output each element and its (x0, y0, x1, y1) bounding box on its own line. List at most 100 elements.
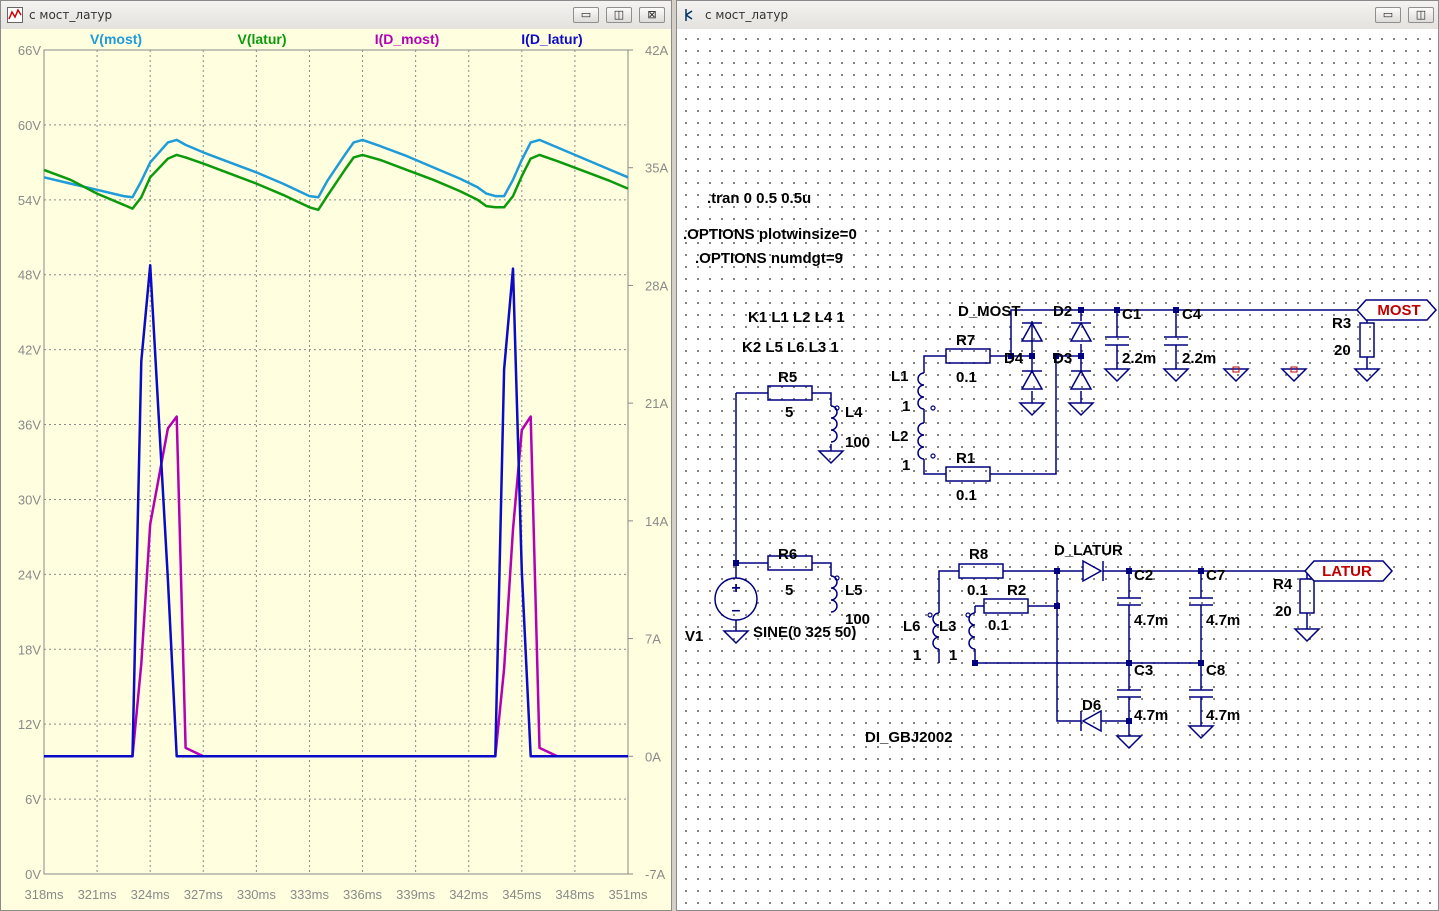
capacitor-c8 (1189, 689, 1213, 698)
label-r2: R2 (1007, 582, 1026, 599)
label-l6: L6 (903, 618, 921, 635)
value-c4: 2.2m (1182, 350, 1216, 367)
legend-entry: V(most) (90, 31, 142, 47)
capacitor-c4 (1164, 336, 1188, 346)
value-l6: 1 (913, 647, 921, 664)
label-l2: L2 (891, 428, 909, 445)
resistor-r8 (958, 563, 1004, 579)
legend-entry: I(D_latur) (521, 31, 582, 47)
legend-entry: V(latur) (238, 31, 287, 47)
diode-d4 (1020, 369, 1044, 390)
schematic-window-title: с мост_латур (705, 8, 789, 22)
schematic-canvas[interactable]: + – MOST LATUR .tran 0 0.5 0.5u .OPTIONS… (677, 29, 1439, 911)
legend-entry: I(D_most) (375, 31, 440, 47)
label-overlapped-part: DI_GBJ2002 (865, 729, 953, 746)
label-d4: D4 (1004, 350, 1024, 367)
value-c8: 4.7m (1206, 707, 1240, 724)
resistor-r3 (1359, 322, 1375, 358)
resistor-r4 (1299, 578, 1315, 614)
resistor-r2 (983, 598, 1029, 614)
label-r8: R8 (969, 546, 988, 563)
x-tick-label: 327ms (184, 887, 224, 902)
coupling-k2: K2 L5 L6 L3 1 (742, 339, 839, 356)
value-r1: 0.1 (956, 487, 977, 504)
x-tick-label: 342ms (449, 887, 489, 902)
waveform-window-title: с мост_латур (29, 8, 113, 22)
directive-tran: .tran 0 0.5 0.5u (707, 190, 811, 207)
label-d2: D2 (1053, 303, 1072, 320)
y-tick-label: 36V (18, 418, 41, 433)
label-d-latur: D_LATUR (1054, 542, 1123, 559)
coupling-k1: K1 L1 L2 L4 1 (748, 309, 845, 326)
y2-tick-label: 14A (645, 514, 668, 529)
y-tick-label: 54V (18, 193, 41, 208)
net-label-most: MOST (1355, 299, 1438, 321)
schematic-drawing[interactable]: + – MOST LATUR .tran 0 0.5 0.5u .OPTIONS… (677, 29, 1439, 911)
schematic-window[interactable]: с мост_латур ▭ ◫ (676, 0, 1439, 911)
value-l3: 1 (949, 647, 957, 664)
y2-tick-label: 21A (645, 396, 668, 411)
resistor-r1 (945, 466, 991, 482)
x-tick-label: 348ms (555, 887, 595, 902)
value-r2: 0.1 (988, 617, 1009, 634)
minimize-button[interactable]: ▭ (573, 7, 599, 23)
label-l5: L5 (845, 582, 863, 599)
label-c7: C7 (1206, 567, 1225, 584)
label-r4: R4 (1273, 576, 1293, 593)
label-c8: C8 (1206, 662, 1225, 679)
restore-button[interactable]: ◫ (606, 7, 632, 23)
capacitor-c7 (1189, 597, 1213, 606)
schematic-titlebar[interactable]: с мост_латур ▭ ◫ (677, 1, 1438, 30)
directive-plotwinsize: .OPTIONS plotwinsize=0 (683, 226, 857, 243)
label-c3: C3 (1134, 662, 1153, 679)
diode-d3 (1069, 369, 1093, 390)
resistor-r5 (767, 385, 813, 401)
capacitor-c1 (1105, 336, 1129, 346)
net-label-most-text: MOST (1377, 302, 1420, 319)
close-button[interactable]: ⊠ (639, 7, 665, 23)
inductor-l4 (830, 405, 838, 443)
series-line-v-most- (43, 138, 629, 199)
restore-button[interactable]: ◫ (1408, 7, 1434, 23)
y-tick-label: 12V (18, 717, 41, 732)
minimize-button[interactable]: ▭ (1375, 7, 1401, 23)
inductor-l5 (830, 575, 838, 613)
inductor-symbols (830, 372, 976, 663)
y-tick-label: 24V (18, 567, 41, 582)
y-tick-label: 6V (25, 792, 41, 807)
x-tick-label: 324ms (131, 887, 171, 902)
label-c2: C2 (1134, 567, 1153, 584)
inductor-l1 (917, 372, 925, 410)
schematic-icon (685, 9, 693, 21)
value-l5: 100 (845, 611, 870, 628)
label-r6: R6 (778, 546, 797, 563)
capacitor-symbols (1105, 336, 1213, 698)
series-line-i-d-most- (44, 415, 628, 758)
y-tick-label: 30V (18, 492, 41, 507)
inductor-l6 (932, 612, 940, 650)
resistor-symbols (767, 322, 1375, 614)
diode-d-latur (1082, 559, 1104, 583)
series-line-i-d-latur- (44, 263, 628, 758)
ground-symbols (722, 368, 1381, 750)
y2-tick-label: 28A (645, 278, 668, 293)
value-c7: 4.7m (1206, 612, 1240, 629)
diode-d-most (1020, 321, 1044, 342)
value-r8: 0.1 (967, 582, 988, 599)
directive-numdgt: .OPTIONS numdgt=9 (695, 250, 843, 267)
label-d3: D3 (1053, 350, 1072, 367)
label-c4: C4 (1182, 306, 1202, 323)
y-tick-label: 66V (18, 43, 41, 58)
value-l2: 1 (902, 457, 910, 474)
waveform-titlebar[interactable]: с мост_латур ▭ ◫ ⊠ (1, 1, 671, 30)
diode-symbols (1020, 321, 1104, 733)
y-tick-label: 0V (25, 867, 41, 882)
label-l4: L4 (845, 404, 863, 421)
x-tick-label: 333ms (290, 887, 330, 902)
y2-tick-label: 7A (645, 632, 661, 647)
directive-texts: .tran 0 0.5 0.5u .OPTIONS plotwinsize=0 … (683, 190, 857, 356)
label-d6: D6 (1082, 697, 1101, 714)
